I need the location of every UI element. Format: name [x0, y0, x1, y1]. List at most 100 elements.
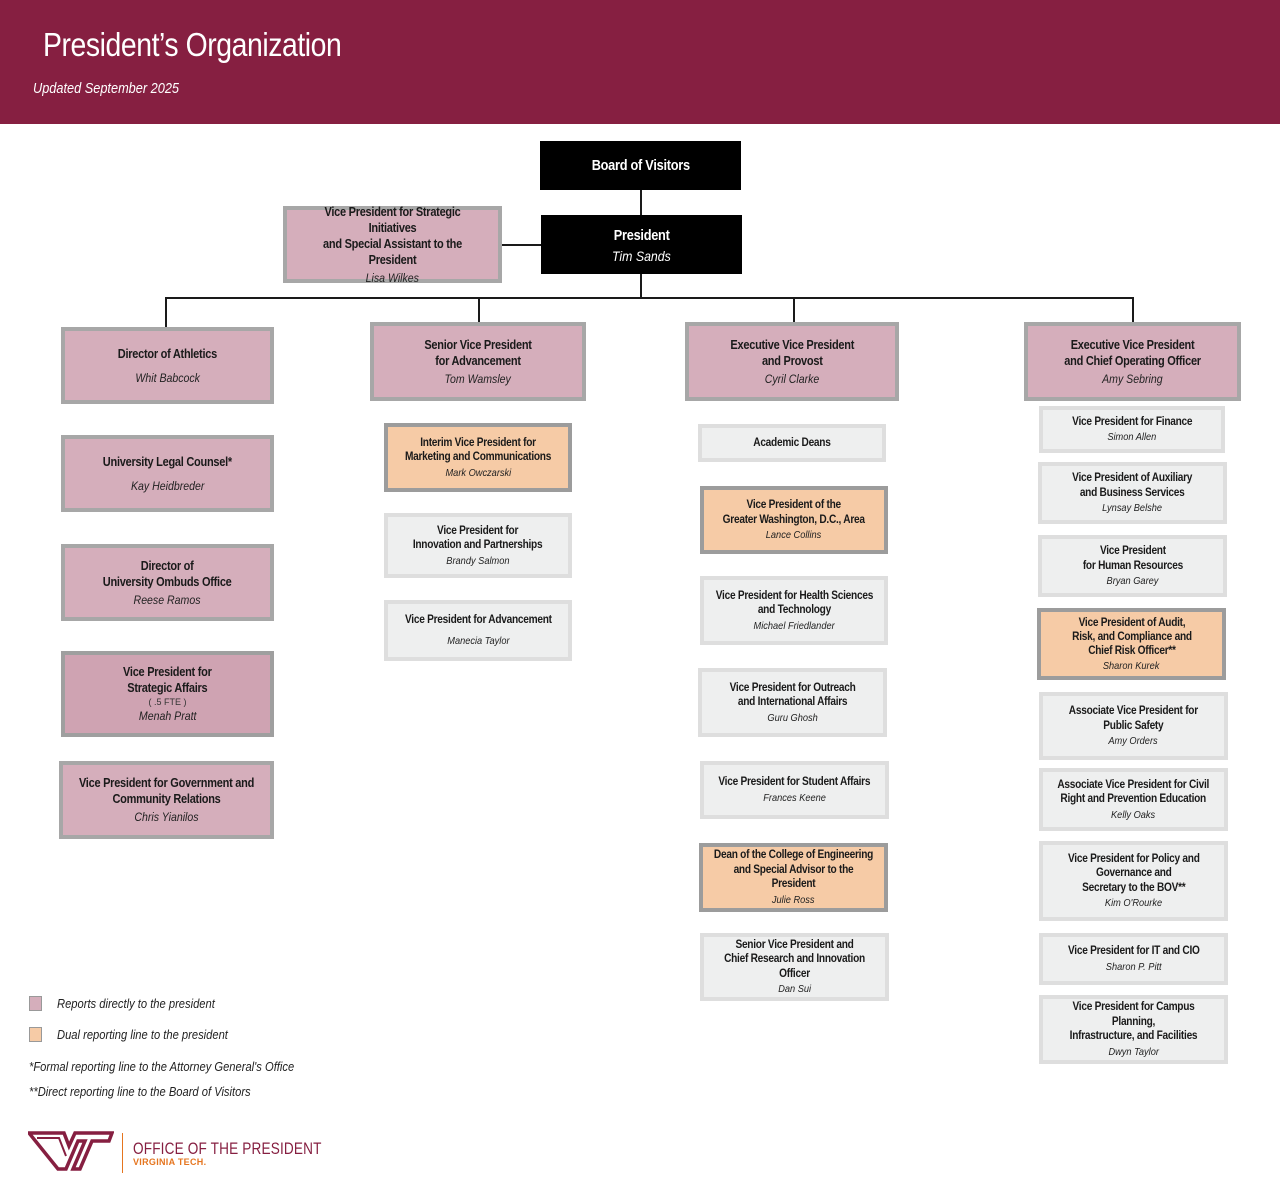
box-title: Vice President of Audit, Risk, and Compl…: [1071, 616, 1192, 657]
connector-col2: [478, 297, 480, 323]
header-banner: President’s Organization Updated Septemb…: [0, 0, 1280, 124]
special-assistant-box: Vice President for Strategic Initiatives…: [283, 205, 502, 285]
box-title: Vice President for Government and Commun…: [78, 776, 255, 806]
engineering-dean-box: Dean of the College of Engineering and S…: [699, 843, 888, 912]
dc-area-box: Vice President of the Greater Washington…: [700, 486, 888, 554]
logo-divider: [122, 1133, 123, 1173]
box-title: University Legal Counsel*: [102, 454, 233, 469]
box-name: Frances Keene: [763, 791, 826, 804]
box-title: Vice President for Policy and Governance…: [1067, 852, 1200, 894]
president-title: President: [613, 227, 670, 244]
legal-counsel-box: University Legal Counsel* Kay Heidbreder: [61, 435, 274, 512]
research-box: Senior Vice President and Chief Research…: [700, 933, 889, 1001]
logo-university-text: VIRGINIA TECH.: [133, 1157, 207, 1167]
box-name: Chris Yianilos: [134, 810, 199, 824]
box-name: Sharon Kurek: [1103, 659, 1160, 672]
box-name: Bryan Garey: [1106, 575, 1159, 587]
student-affairs-box: Vice President for Student Affairs Franc…: [700, 761, 889, 819]
box-title: Associate Vice President for Civil Right…: [1057, 778, 1210, 806]
box-title: Vice President for Student Affairs: [718, 776, 871, 789]
athletics-box: Director of Athletics Whit Babcock: [61, 327, 274, 404]
box-name: Menah Pratt: [138, 709, 197, 723]
connector-president-down: [640, 274, 642, 298]
connector-col3: [793, 297, 795, 323]
box-title: Vice President for Outreach and Internat…: [729, 681, 856, 709]
auxiliary-box: Vice President of Auxiliary and Business…: [1038, 462, 1227, 524]
president-box: President Tim Sands: [541, 215, 742, 274]
vt-logo-icon: [25, 1130, 115, 1177]
box-name: Brandy Salmon: [446, 554, 510, 567]
box-title: Vice President for Strategic Affairs: [123, 665, 212, 695]
health-sciences-box: Vice President for Health Sciences and T…: [700, 576, 888, 645]
box-title: Vice President for Innovation and Partne…: [413, 524, 543, 552]
updated-date: Updated September 2025: [33, 80, 180, 97]
public-safety-box: Associate Vice President for Public Safe…: [1039, 692, 1228, 760]
board-title: Board of Visitors: [591, 157, 690, 174]
page-title: President’s Organization: [43, 26, 342, 63]
legend-dual-label: Dual reporting line to the president: [57, 1027, 228, 1042]
connector-col4: [1132, 297, 1134, 323]
box-title: Executive Vice President and Provost: [730, 337, 854, 368]
campus-planning-box: Vice President for Campus Planning, Infr…: [1039, 995, 1228, 1064]
box-title: Director of Athletics: [117, 346, 218, 361]
box-title: Associate Vice President for Public Safe…: [1068, 705, 1199, 732]
box-name: Kelly Oaks: [1111, 808, 1156, 821]
box-title: Vice President for Campus Planning, Infr…: [1069, 1001, 1198, 1043]
box-title: Executive Vice President and Chief Opera…: [1064, 337, 1201, 368]
box-title: Academic Deans: [753, 436, 831, 449]
box-name: Dwyn Taylor: [1108, 1045, 1159, 1058]
finance-box: Vice President for Finance Simon Allen: [1039, 406, 1225, 453]
box-title: Senior Vice President and Chief Research…: [724, 938, 865, 980]
box-name: Simon Allen: [1107, 431, 1157, 444]
government-relations-box: Vice President for Government and Commun…: [59, 761, 274, 839]
box-name: Amy Orders: [1108, 735, 1159, 747]
box-name: Kay Heidbreder: [130, 478, 205, 493]
legend-direct-label: Reports directly to the president: [57, 996, 215, 1011]
box-name: Mark Owczarski: [445, 466, 511, 479]
box-title: Interim Vice President for Marketing and…: [404, 436, 552, 464]
box-name: Whit Babcock: [135, 370, 200, 385]
special-assistant-name: Lisa Wilkes: [365, 270, 420, 285]
box-name: Sharon P. Pitt: [1105, 960, 1162, 973]
marketing-box: Interim Vice President for Marketing and…: [384, 423, 572, 492]
box-name: Tom Wamsley: [444, 371, 512, 386]
box-title: Vice President for Finance: [1071, 415, 1193, 428]
fte-note: ( .5 FTE ): [148, 697, 187, 707]
board-of-visitors-box: Board of Visitors: [540, 141, 741, 190]
box-title: Director of University Ombuds Office: [103, 558, 232, 589]
footnote-board-of-visitors: **Direct reporting line to the Board of …: [29, 1084, 251, 1099]
connector-horizontal-bus: [165, 297, 1133, 299]
connector-assistant-president: [501, 244, 541, 246]
it-cio-box: Vice President for IT and CIO Sharon P. …: [1039, 933, 1228, 985]
box-name: Dan Sui: [778, 983, 811, 996]
box-name: Kim O'Rourke: [1104, 897, 1163, 910]
connector-board-president: [640, 190, 642, 215]
box-name: Lynsay Belshe: [1102, 502, 1163, 514]
box-name: Guru Ghosh: [767, 711, 818, 724]
provost-box: Executive Vice President and Provost Cyr…: [685, 322, 899, 401]
ombuds-box: Director of University Ombuds Office Ree…: [61, 544, 274, 621]
advancement-svp-box: Senior Vice President for Advancement To…: [370, 322, 586, 401]
audit-risk-box: Vice President of Audit, Risk, and Compl…: [1037, 608, 1226, 680]
civil-rights-box: Associate Vice President for Civil Right…: [1039, 768, 1228, 831]
strategic-affairs-box: Vice President for Strategic Affairs ( .…: [61, 651, 274, 737]
vp-advancement-box: Vice President for Advancement Manecia T…: [384, 600, 572, 661]
connector-col1: [165, 297, 167, 328]
box-title: Vice President for Health Sciences and T…: [715, 589, 873, 617]
innovation-box: Vice President for Innovation and Partne…: [384, 513, 572, 578]
box-title: Dean of the College of Engineering and S…: [713, 849, 874, 891]
box-title: Vice President for Advancement: [404, 614, 552, 627]
legend-swatch-direct: [29, 996, 42, 1011]
box-title: Vice President of the Greater Washington…: [722, 499, 866, 526]
box-name: Amy Sebring: [1102, 371, 1163, 386]
box-name: Cyril Clarke: [764, 371, 820, 386]
legend-swatch-dual: [29, 1027, 42, 1042]
box-title: Vice President for Human Resources: [1082, 545, 1183, 572]
box-name: Lance Collins: [766, 529, 822, 541]
box-title: Vice President of Auxiliary and Business…: [1072, 472, 1193, 499]
coo-box: Executive Vice President and Chief Opera…: [1024, 322, 1241, 401]
policy-governance-box: Vice President for Policy and Governance…: [1039, 841, 1228, 921]
logo-office-text: OFFICE OF THE PRESIDENT: [133, 1139, 322, 1158]
human-resources-box: Vice President for Human Resources Bryan…: [1038, 535, 1227, 597]
box-name: Reese Ramos: [134, 592, 201, 607]
